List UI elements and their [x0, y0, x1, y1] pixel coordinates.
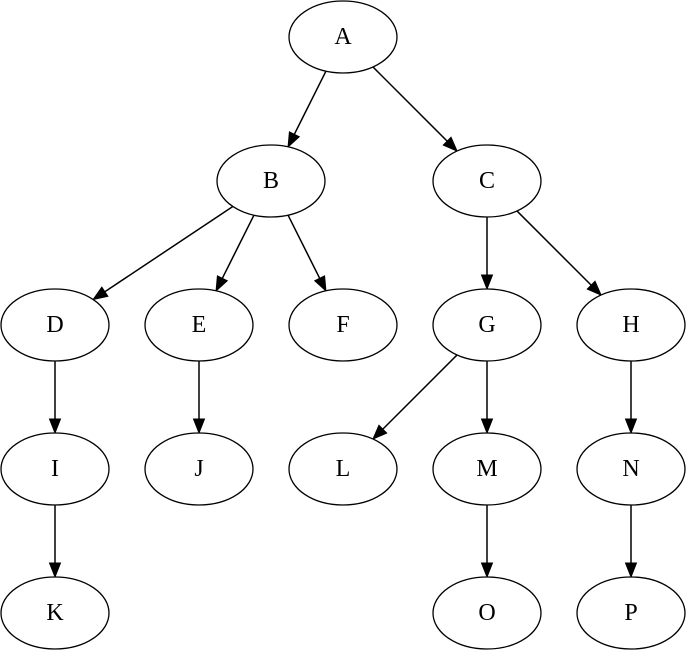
node-j: J [144, 432, 254, 506]
arrowhead [92, 286, 109, 301]
node-ellipse [0, 576, 110, 650]
node-ellipse [288, 0, 398, 74]
node-ellipse [288, 288, 398, 362]
node-a: A [288, 0, 398, 74]
node-ellipse [144, 288, 254, 362]
edge-line [382, 354, 458, 430]
edge-line [221, 214, 255, 279]
node-label: M [476, 456, 497, 482]
arrowhead [624, 418, 638, 435]
arrowhead [313, 275, 327, 293]
node-p: P [576, 576, 686, 650]
edges-layer [48, 66, 638, 579]
node-k: K [0, 576, 110, 650]
node-f: F [288, 288, 398, 362]
edge-a-c [372, 66, 459, 153]
node-ellipse [576, 288, 686, 362]
node-label: A [334, 24, 352, 50]
edge-line [293, 70, 327, 135]
node-label: O [478, 600, 495, 626]
arrowhead [442, 136, 459, 153]
node-label: J [194, 456, 203, 482]
node-label: L [336, 456, 351, 482]
node-label: B [263, 168, 279, 194]
node-c: C [432, 144, 542, 218]
node-ellipse [216, 144, 326, 218]
edge-line [287, 214, 321, 279]
node-n: N [576, 432, 686, 506]
arrowhead [371, 424, 388, 441]
node-e: E [144, 288, 254, 362]
node-h: H [576, 288, 686, 362]
edge-line [516, 210, 592, 286]
arrowhead [480, 562, 494, 579]
node-ellipse [0, 288, 110, 362]
node-d: D [0, 288, 110, 362]
node-label: E [192, 312, 207, 338]
arrowhead [48, 418, 62, 435]
node-label: I [51, 456, 59, 482]
arrowhead [480, 418, 494, 435]
edge-h-n [624, 361, 638, 435]
node-l: L [288, 432, 398, 506]
node-ellipse [288, 432, 398, 506]
node-label: P [624, 600, 637, 626]
node-ellipse [576, 432, 686, 506]
node-label: H [622, 312, 639, 338]
node-ellipse [432, 432, 542, 506]
edge-line [104, 205, 234, 293]
arrowhead [215, 275, 229, 293]
node-ellipse [0, 432, 110, 506]
arrowhead [48, 562, 62, 579]
edge-b-e [215, 214, 255, 293]
edge-line [372, 66, 448, 142]
node-label: N [622, 456, 639, 482]
edge-g-m [480, 361, 494, 435]
arrowhead [192, 418, 206, 435]
arrowhead [624, 562, 638, 579]
node-i: I [0, 432, 110, 506]
node-g: G [432, 288, 542, 362]
arrowhead [287, 131, 301, 149]
edge-n-p [624, 505, 638, 579]
edge-c-g [480, 217, 494, 291]
edge-d-i [48, 361, 62, 435]
edge-b-d [92, 205, 234, 301]
node-label: F [336, 312, 349, 338]
node-ellipse [576, 576, 686, 650]
node-o: O [432, 576, 542, 650]
node-label: K [46, 600, 64, 626]
edge-e-j [192, 361, 206, 435]
edge-c-h [516, 210, 603, 297]
arrowhead [586, 280, 603, 297]
node-label: C [479, 168, 495, 194]
node-ellipse [432, 288, 542, 362]
node-m: M [432, 432, 542, 506]
edge-g-l [371, 354, 458, 441]
edge-m-o [480, 505, 494, 579]
node-ellipse [432, 576, 542, 650]
node-label: D [46, 312, 63, 338]
edge-i-k [48, 505, 62, 579]
arrowhead [480, 274, 494, 291]
node-ellipse [144, 432, 254, 506]
edge-b-f [287, 214, 327, 293]
node-b: B [216, 144, 326, 218]
node-label: G [478, 312, 495, 338]
edge-a-b [287, 70, 327, 149]
node-ellipse [432, 144, 542, 218]
